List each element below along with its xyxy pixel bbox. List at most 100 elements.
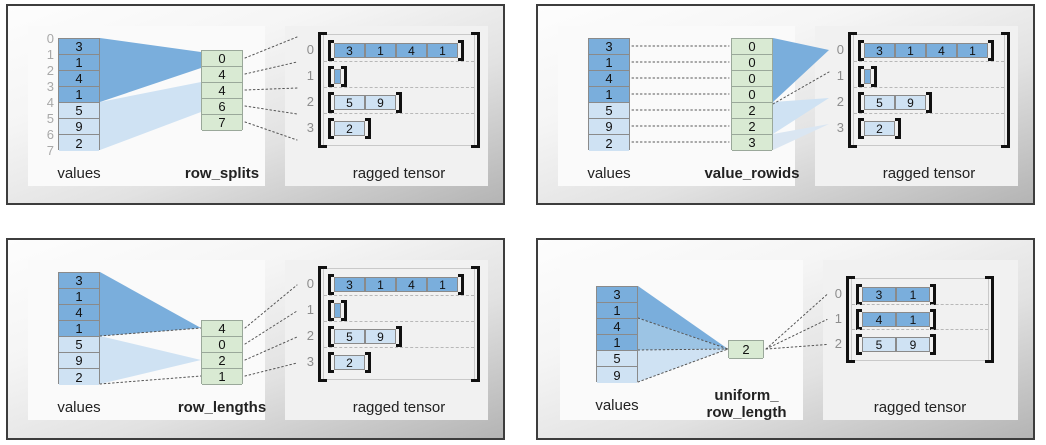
ragged-row-bracket (328, 92, 402, 113)
value-cell: 1 (59, 289, 99, 305)
ragged-cell: 3 (864, 43, 895, 58)
ragged-row-bracket (328, 300, 347, 321)
row-separator (854, 87, 1004, 88)
ragged-row-index: 3 (306, 120, 314, 135)
encoding-cell: 0 (202, 51, 242, 67)
encoding-caption-row_splits: row_splits (184, 165, 260, 182)
ragged-row-run: 2 (328, 118, 371, 139)
encoding-cell: 0 (732, 87, 772, 103)
ragged-row-bracket (858, 118, 901, 139)
encoding-cell: 4 (202, 83, 242, 99)
ragged-row-bracket (856, 284, 936, 305)
value-cell: 1 (59, 87, 99, 103)
encoding-caption-line1: uniform_ (714, 387, 779, 404)
encoding-column-uniform_row_length: 2 (728, 340, 764, 359)
ragged-row-bracket (858, 40, 994, 61)
value-index-label: 3 (46, 79, 54, 94)
ragged-cell: 1 (365, 43, 396, 58)
value-cell: 1 (59, 321, 99, 337)
ragged-cell: 5 (334, 95, 365, 110)
ragged-cell: 1 (957, 43, 988, 58)
ragged-cell: 1 (365, 277, 396, 292)
ragged-outer-bracket (318, 32, 480, 148)
ragged-row-run: 2 (858, 118, 901, 139)
row-separator (324, 321, 474, 322)
value-cell: 1 (589, 55, 629, 71)
value-cell: 2 (589, 135, 629, 151)
ragged-cell: 9 (896, 337, 930, 352)
value-cell: 3 (597, 287, 637, 303)
ragged-cell: 9 (365, 95, 396, 110)
value-cell: 9 (59, 353, 99, 369)
value-cell: 5 (597, 351, 637, 367)
value-cell: 2 (59, 369, 99, 385)
value-cell: 9 (597, 367, 637, 383)
row-separator (854, 61, 1004, 62)
row-separator (852, 329, 988, 330)
ragged-cell: 5 (862, 337, 896, 352)
value-cell: 4 (597, 319, 637, 335)
row-separator (324, 61, 474, 62)
ragged-cell-empty (864, 69, 871, 84)
ragged-row-bracket (328, 40, 464, 61)
ragged-cell: 4 (396, 277, 427, 292)
value-cell: 1 (597, 335, 637, 351)
encoding-cell: 0 (732, 39, 772, 55)
encoding-cell: 0 (732, 55, 772, 71)
encoding-caption-line2: row_length (706, 404, 787, 421)
encoding-cell: 2 (202, 353, 242, 369)
row-separator (852, 304, 988, 305)
ragged-row-bracket (856, 334, 936, 355)
ragged-caption-row_splits: ragged tensor (352, 165, 446, 182)
ragged-row-run (858, 66, 877, 87)
ragged-cell: 5 (864, 95, 895, 110)
value-cell: 1 (597, 303, 637, 319)
ragged-row-index: 2 (306, 328, 314, 343)
ragged-cell: 2 (864, 121, 895, 136)
ragged-cell: 1 (896, 312, 930, 327)
value-cell: 3 (59, 39, 99, 55)
value-cell: 1 (589, 87, 629, 103)
ragged-cell: 3 (334, 43, 365, 58)
value-index-label: 4 (46, 95, 54, 110)
ragged-cell: 9 (895, 95, 926, 110)
ragged-caption-row_lengths: ragged tensor (352, 399, 446, 416)
ragged-tensor-box-row_lengths (323, 268, 475, 380)
ragged-caption-uniform_row_length: ragged tensor (873, 399, 967, 416)
values-caption-uniform_row_length: values (595, 397, 639, 414)
value-index-label: 6 (46, 127, 54, 142)
ragged-row-bracket (858, 66, 877, 87)
values-caption-value_rowids: values (587, 165, 631, 182)
value-index-label: 0 (46, 31, 54, 46)
ragged-tensor-box-value_rowids (853, 34, 1005, 146)
encoding-cell: 2 (732, 103, 772, 119)
ragged-row-index: 1 (306, 68, 314, 83)
ragged-row-index: 2 (306, 94, 314, 109)
ragged-row-run: 2 (328, 352, 371, 373)
value-cell: 3 (59, 273, 99, 289)
value-index-label: 1 (46, 47, 54, 62)
ragged-cell: 4 (862, 312, 896, 327)
encoding-cell: 4 (202, 321, 242, 337)
encoding-cell: 7 (202, 115, 242, 131)
ragged-row-bracket (328, 118, 371, 139)
ragged-row-bracket (328, 66, 347, 87)
ragged-cell: 3 (862, 287, 896, 302)
ragged-cell: 1 (895, 43, 926, 58)
row-separator (324, 87, 474, 88)
value-cell: 4 (589, 71, 629, 87)
ragged-cell-empty (334, 69, 341, 84)
ragged-row-index: 2 (834, 336, 842, 351)
value-cell: 4 (59, 305, 99, 321)
value-index-label: 2 (46, 63, 54, 78)
